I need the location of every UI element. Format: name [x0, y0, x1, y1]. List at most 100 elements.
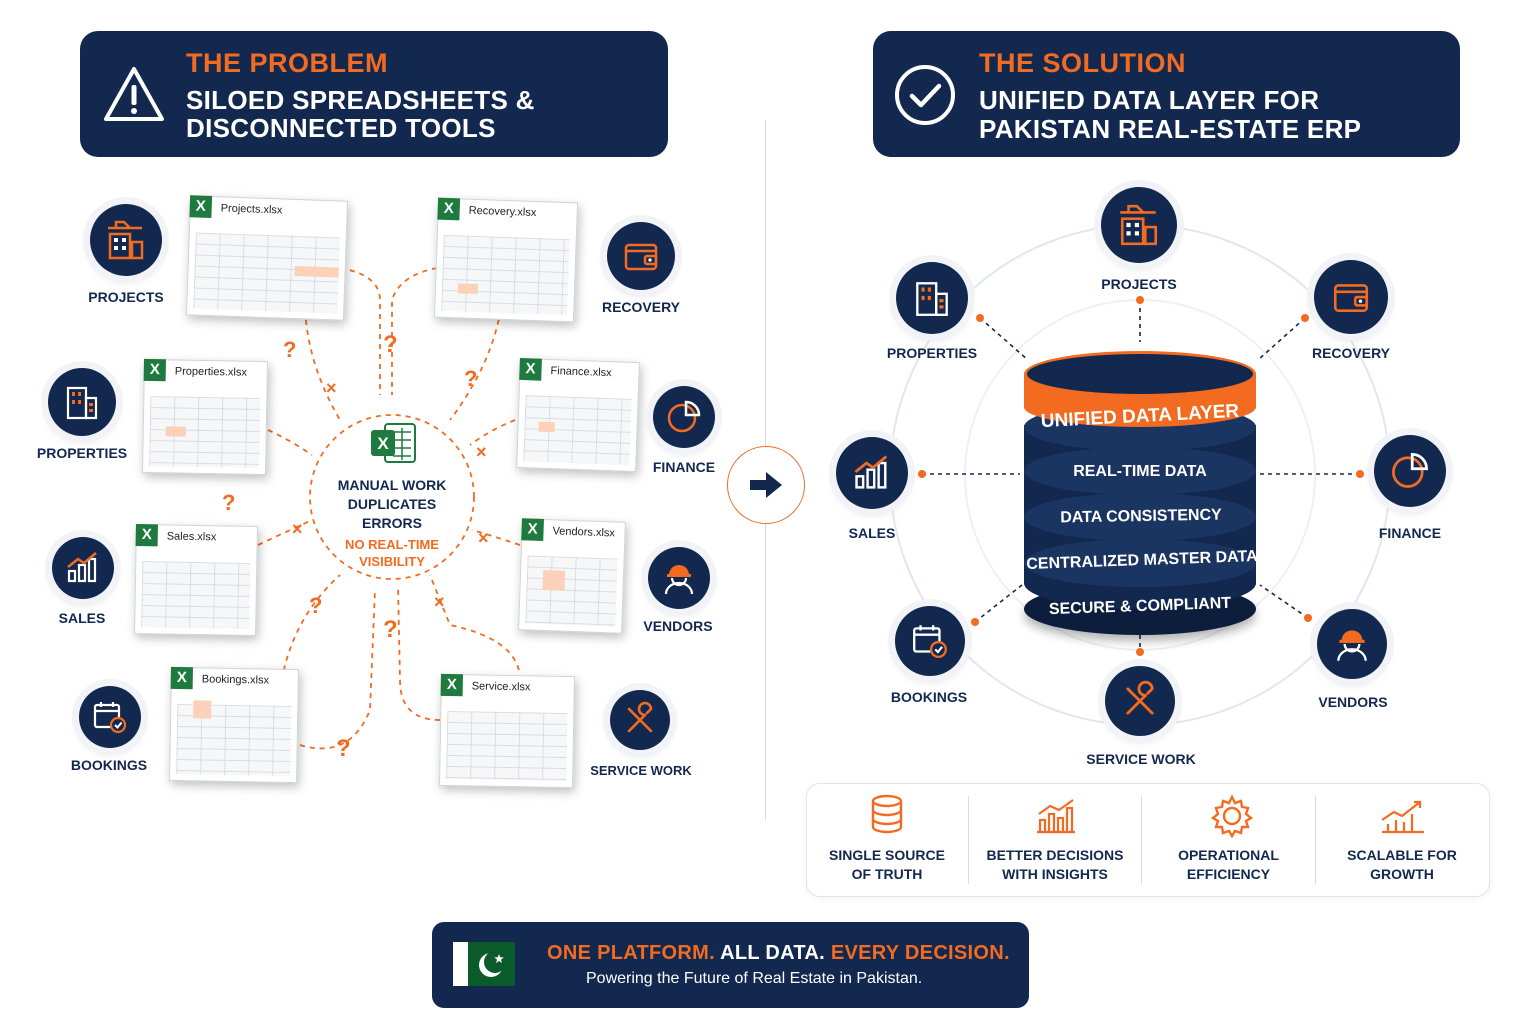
cross-mark: × — [434, 592, 445, 612]
tagline-part-3: EVERY DECISION. — [830, 942, 1010, 964]
left-vendors-icon — [648, 547, 710, 609]
gear-icon — [1210, 794, 1254, 838]
excel-icon: X — [170, 666, 194, 690]
excel-logo-icon: X — [371, 423, 416, 463]
right-label-finance: FINANCE — [1378, 525, 1442, 541]
left-sales-icon — [52, 537, 114, 599]
check-circle-icon — [895, 65, 955, 125]
right-label-vendors: VENDORS — [1318, 694, 1388, 710]
layer-consistency: DATA CONSISTENCY — [1060, 506, 1222, 527]
warning-icon — [104, 67, 164, 121]
tools-icon — [1126, 680, 1154, 715]
problem-line-2: DISCONNECTED TOOLS — [186, 113, 496, 143]
solution-kicker: THE SOLUTION — [979, 48, 1186, 78]
excel-icon: X — [519, 357, 542, 381]
database-icon — [871, 794, 903, 834]
sheet-service: X Service.xlsx — [439, 673, 575, 789]
building-crane-icon — [108, 220, 144, 260]
calendar-check-icon — [93, 702, 127, 734]
wallet-icon — [624, 243, 658, 271]
sales-chart-icon — [854, 455, 888, 489]
excel-icon: X — [521, 518, 544, 541]
right-label-sales: SALES — [848, 525, 896, 541]
file-name: Sales.xlsx — [166, 530, 217, 544]
left-label-sales: SALES — [58, 610, 106, 626]
question-mark: ? — [283, 337, 297, 362]
left-label-properties: PROPERTIES — [36, 445, 128, 461]
issue-errors: ERRORS — [362, 515, 422, 531]
cross-mark: × — [326, 378, 337, 398]
benefits-panel — [806, 783, 1490, 897]
benefit-text-4a: SCALABLE FOR — [1347, 847, 1457, 863]
building-crane-icon — [1120, 204, 1158, 246]
file-name: Recovery.xlsx — [468, 204, 537, 220]
question-mark: ? — [383, 616, 398, 643]
right-projects-icon — [1101, 187, 1177, 263]
left-projects-icon — [90, 204, 162, 276]
question-mark: ? — [336, 735, 351, 762]
left-label-service-work: SERVICE WORK — [590, 763, 692, 778]
problem-kicker: THE PROBLEM — [186, 48, 389, 78]
transition-arrow-button — [727, 446, 805, 524]
sheet-projects: X Projects.xlsx — [185, 195, 349, 321]
question-mark: ? — [222, 490, 236, 515]
problem-banner: THE PROBLEM SILOED SPREADSHEETS & DISCON… — [80, 31, 668, 157]
benefit-text-1b: OF TRUTH — [851, 866, 923, 882]
excel-icon: X — [135, 523, 158, 547]
layer-real-time: REAL-TIME DATA — [1073, 463, 1207, 480]
pie-chart-icon — [667, 400, 701, 433]
file-name: Properties.xlsx — [174, 365, 248, 379]
file-name: Service.xlsx — [471, 680, 531, 694]
file-name: Vendors.xlsx — [552, 525, 616, 540]
footer-subtitle: Powering the Future of Real Estate in Pa… — [586, 970, 923, 987]
database-stack — [1020, 345, 1260, 645]
sheet-finance: X Finance.xlsx — [516, 357, 640, 473]
growth-chart-icon — [1381, 800, 1424, 834]
right-label-properties: PROPERTIES — [886, 345, 978, 361]
calendar-check-icon — [913, 625, 947, 658]
cross-mark: × — [292, 519, 303, 539]
solution-banner: THE SOLUTION UNIFIED DATA LAYER FOR PAKI… — [873, 31, 1460, 157]
question-mark: ? — [383, 331, 398, 358]
benefit-text-3b: EFFICIENCY — [1186, 866, 1271, 882]
solution-line-1: UNIFIED DATA LAYER FOR — [979, 85, 1320, 115]
solution-line-2: PAKISTAN REAL-ESTATE ERP — [979, 114, 1362, 144]
tools-icon — [627, 701, 653, 733]
excel-icon: X — [440, 673, 463, 697]
benefit-text-3a: OPERATIONAL — [1178, 847, 1279, 863]
wallet-icon — [1333, 284, 1369, 312]
left-label-bookings: BOOKINGS — [70, 757, 148, 773]
excel-icon: X — [437, 197, 461, 221]
office-building-icon — [916, 282, 948, 316]
left-service-icon — [610, 690, 670, 750]
left-label-vendors: VENDORS — [643, 618, 713, 634]
tagline-part-2: ALL DATA. — [720, 942, 826, 964]
right-recovery-icon — [1314, 260, 1388, 334]
right-properties-icon — [896, 262, 968, 334]
right-label-recovery: RECOVERY — [1311, 345, 1391, 361]
left-label-recovery: RECOVERY — [601, 299, 681, 315]
right-finance-icon — [1374, 435, 1446, 507]
problem-line-1: SILOED SPREADSHEETS & — [186, 85, 535, 115]
bar-chart-icon — [1037, 799, 1075, 834]
file-name: Projects.xlsx — [220, 202, 283, 217]
left-bookings-icon — [79, 686, 141, 748]
pakistan-flag-icon — [453, 942, 515, 986]
tagline-part-1: ONE PLATFORM. — [547, 942, 715, 964]
question-mark: ? — [464, 366, 478, 391]
file-name: Finance.xlsx — [550, 365, 612, 380]
file-name: Bookings.xlsx — [201, 673, 270, 687]
question-mark: ? — [309, 593, 323, 618]
pie-chart-icon — [1392, 453, 1428, 488]
left-recovery-icon — [607, 222, 675, 290]
worker-helmet-icon — [664, 565, 694, 595]
sheet-properties: X Properties.xlsx — [142, 358, 268, 476]
issue-visibility: VISIBILITY — [359, 554, 425, 569]
benefit-text-2b: WITH INSIGHTS — [1002, 866, 1108, 882]
cross-mark: × — [478, 528, 489, 548]
arrow-right-icon — [750, 472, 782, 498]
issue-manual-work: MANUAL WORK — [337, 477, 447, 493]
